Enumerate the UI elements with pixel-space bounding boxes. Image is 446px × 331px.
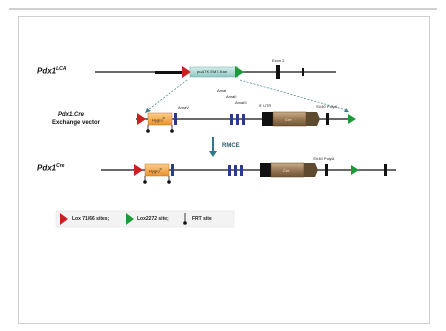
cre-exon-b2 [234, 165, 237, 176]
exchange-arrowhead-right [344, 108, 349, 112]
lca-lox2272-site [235, 66, 244, 78]
cre-utr-box [260, 163, 271, 177]
vector-exon-b2 [236, 114, 239, 125]
vector-site-label-utr: 5' UTR [259, 103, 272, 108]
row-label-vector-2: Exchange vector [52, 120, 101, 126]
legend-lox2272-text: Lox2272 site; [137, 216, 169, 222]
vector-site-label-amaii: AmaII [226, 94, 237, 99]
row-label-cre: Pdx1Cre [37, 163, 65, 173]
vector-polya-box [306, 112, 320, 126]
row-label-vector-1: Pdx1.Cre [58, 112, 85, 118]
cre-exon-b3 [240, 165, 243, 176]
legend-red-triangle-icon [60, 213, 68, 225]
lca-thick-segment [155, 71, 185, 74]
exchange-arrow-right [239, 79, 347, 111]
legend-lox7166-text: Lox 71/66 sites; [72, 216, 110, 222]
vector-frt2-site [170, 129, 174, 133]
vector-hygro-label: HygroR [152, 116, 165, 123]
lca-exon2-label: Exon 2 [272, 58, 285, 63]
vector-exon-a [174, 113, 177, 125]
legend-frt-text: FRT site [192, 216, 212, 222]
cre-exon-a [171, 164, 174, 176]
legend-green-triangle-icon [126, 213, 134, 225]
vector-site-label-amav: AmaV [178, 105, 189, 110]
vector-exon-c [326, 113, 329, 125]
exchange-arrowhead-left [145, 108, 151, 113]
lca-cassette-label: puΔTK EM7-Kan [197, 69, 228, 74]
vector-lox2272-site [348, 114, 356, 124]
cre-exon-d [384, 164, 387, 176]
cre-hygro-box [144, 163, 170, 177]
lca-exon2 [276, 65, 280, 79]
top-divider [9, 8, 437, 10]
vector-site-label-polya: SV40 PolyA [316, 104, 338, 109]
cre-polya-label: SV40 PolyA [313, 156, 335, 161]
cre-exon-c [325, 164, 328, 176]
row-label-lca: Pdx1LCA [37, 66, 67, 76]
cre-exon-b1 [228, 165, 231, 176]
cre-lox7166-site [134, 164, 143, 176]
cre-polya-box [304, 163, 318, 177]
cre-frt2-site [167, 180, 171, 184]
vector-hygro-box [147, 112, 173, 126]
exchange-arrow-left [147, 79, 188, 111]
cre-frt-site [143, 180, 147, 184]
vector-frt-site [146, 129, 150, 133]
legend-frt-dot-icon [183, 221, 187, 225]
lca-lox7166-site [182, 66, 191, 78]
vector-cre-label: Cre [285, 117, 292, 122]
cre-cre-label: Cre [283, 168, 290, 173]
vector-site-label-amai: AmaI [217, 88, 227, 93]
vector-lox7166-site [137, 113, 146, 125]
rmce-arrow-head [209, 151, 217, 157]
lca-exon-small [302, 68, 304, 76]
vector-utr-box [262, 112, 273, 126]
cre-hygro-label: HygroR [149, 167, 162, 174]
legend-box [55, 210, 235, 228]
cre-lox2272-site [351, 165, 359, 175]
vector-exon-b3 [242, 114, 245, 125]
rmce-label: RMCE [222, 143, 240, 149]
vector-exon-b1 [230, 114, 233, 125]
vector-site-label-amaiii: AmaIII [235, 100, 247, 105]
